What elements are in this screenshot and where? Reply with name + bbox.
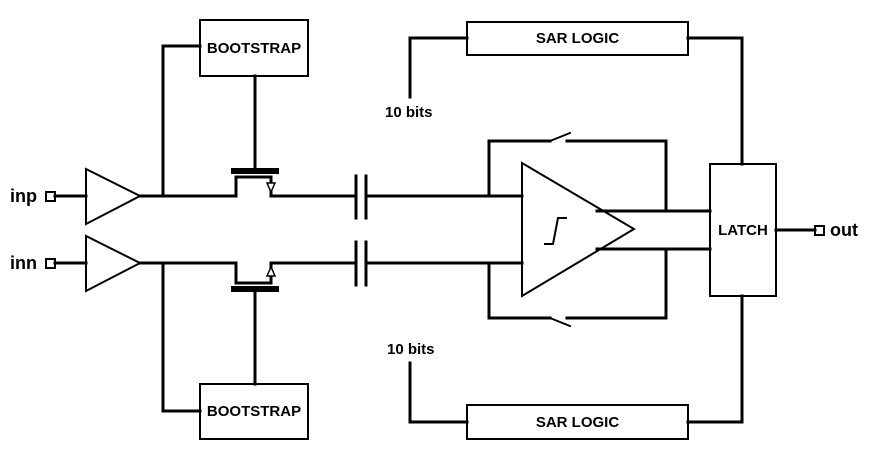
input-buffer-n [85,234,143,293]
wire-latch-to-sar-top [686,36,744,166]
latch-label: LATCH [718,221,768,239]
switch-p-arrow [265,182,277,194]
feedback-switch-top-blade [548,131,572,143]
input-buffer-p [85,167,143,226]
out-pin [814,225,825,236]
feedback-switch-bottom-blade [548,316,572,328]
bits-label-bottom: 10 bits [387,341,435,358]
out-label: out [830,220,858,240]
bits-label-top: 10 bits [385,104,433,121]
comparator [521,161,636,298]
sar-logic-bottom-label: SAR LOGIC [535,413,620,431]
inp-label: inp [10,186,37,206]
wire-bootstrap-bottom-input [161,261,202,413]
sar-logic-top-label: SAR LOGIC [535,30,620,47]
bootstrap-bottom-label: BOOTSTRAP [206,403,302,420]
feedback-switch-top-left [487,139,552,198]
bus-10bits-top [408,36,469,99]
inn-label: inn [10,253,37,273]
wire-bootstrap-top-input [161,44,202,198]
feedback-switch-bottom-right [565,247,668,320]
switch-p-channel [234,175,273,198]
switch-n-arrow [265,265,277,277]
feedback-switch-top-right [565,139,668,213]
switch-n-channel [234,261,273,285]
hysteresis-icon [544,217,567,245]
bootstrap-top-label: BOOTSTRAP [206,39,302,57]
feedback-switch-bottom-left [487,261,552,320]
wire-latch-to-sar-bottom [686,294,744,424]
bus-10bits-bottom [408,361,469,424]
